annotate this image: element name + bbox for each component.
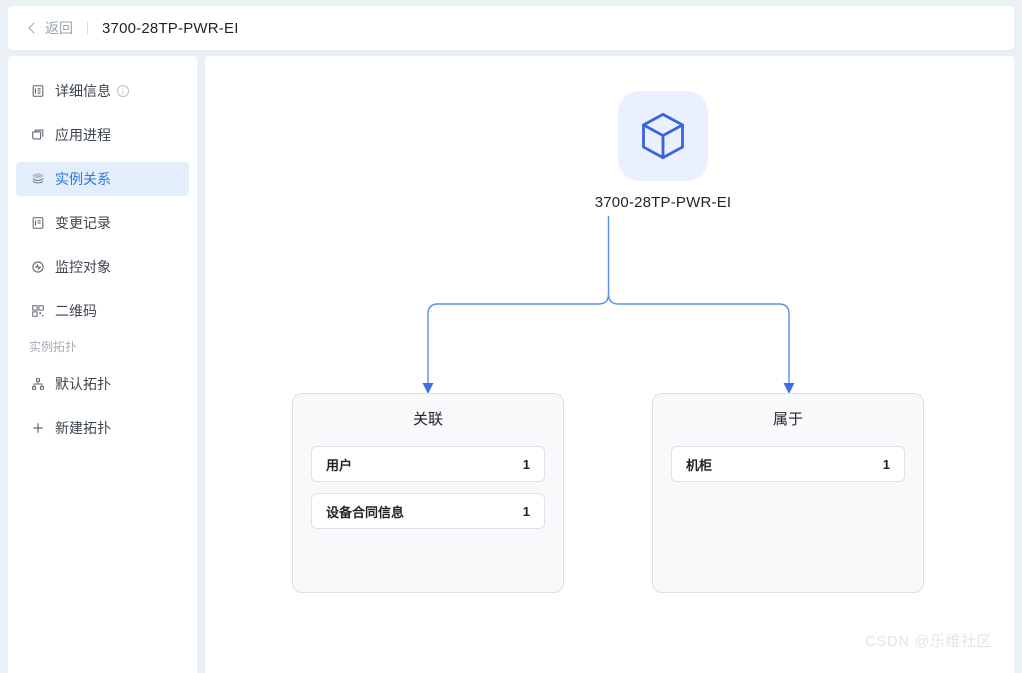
layers-icon bbox=[30, 171, 46, 187]
root-node-tile bbox=[618, 91, 708, 181]
record-document-icon bbox=[30, 215, 46, 231]
sidebar-item-label: 新建拓扑 bbox=[55, 420, 111, 436]
relation-count: 1 bbox=[522, 503, 530, 519]
back-button[interactable]: 返回 bbox=[28, 18, 73, 38]
relation-row[interactable]: 设备合同信息 1 bbox=[311, 493, 545, 529]
page-header: 返回 3700-28TP-PWR-EI bbox=[8, 6, 1014, 50]
relation-row[interactable]: 用户 1 bbox=[311, 446, 545, 482]
group-title: 关联 bbox=[412, 411, 443, 428]
relation-label: 用户 bbox=[326, 457, 353, 473]
relation-label: 机柜 bbox=[686, 457, 713, 473]
cube-icon bbox=[642, 112, 684, 160]
sidebar-item-change-record[interactable]: 变更记录 bbox=[16, 206, 189, 240]
sidebar-item-monitor-object[interactable]: 监控对象 bbox=[16, 250, 189, 284]
chevron-left-icon bbox=[28, 22, 40, 34]
sidebar-item-label: 应用进程 bbox=[55, 127, 111, 143]
info-circle-icon[interactable]: i bbox=[117, 85, 129, 97]
monitor-pulse-icon bbox=[30, 259, 46, 275]
relation-group-belongs-to: 属于 机柜 1 bbox=[652, 393, 924, 593]
sidebar-item-label: 二维码 bbox=[55, 303, 97, 319]
root-node-label: 3700-28TP-PWR-EI bbox=[594, 194, 732, 211]
sidebar-item-new-topology[interactable]: 新建拓扑 bbox=[16, 411, 189, 445]
relation-label: 设备合同信息 bbox=[326, 504, 405, 520]
sidebar-item-instance-relation[interactable]: 实例关系 bbox=[16, 162, 189, 196]
plus-icon bbox=[30, 420, 46, 436]
sidebar-item-default-topology[interactable]: 默认拓扑 bbox=[16, 367, 189, 401]
sidebar-item-label: 监控对象 bbox=[55, 259, 111, 275]
group-title: 属于 bbox=[772, 411, 803, 428]
qrcode-icon bbox=[30, 303, 46, 319]
page-body: 详细信息 i 应用进程 bbox=[0, 56, 1022, 673]
sidebar-item-app-process[interactable]: 应用进程 bbox=[16, 118, 189, 152]
relation-group-association: 关联 用户 1 设备合同信息 1 bbox=[292, 393, 564, 593]
sidebar-group-title: 实例拓扑 bbox=[29, 340, 78, 354]
sidebar-item-label: 实例关系 bbox=[55, 171, 111, 187]
sidebar-item-detail[interactable]: 详细信息 i bbox=[16, 74, 189, 108]
document-detail-icon bbox=[30, 83, 46, 99]
page-title: 3700-28TP-PWR-EI bbox=[102, 19, 239, 37]
sidebar-item-label: 变更记录 bbox=[55, 215, 111, 231]
header-divider bbox=[87, 21, 88, 35]
back-label: 返回 bbox=[45, 20, 73, 36]
sitemap-icon bbox=[30, 376, 46, 392]
app-window-icon bbox=[30, 127, 46, 143]
sidebar: 详细信息 i 应用进程 bbox=[8, 56, 197, 673]
topology-canvas[interactable]: 3700-28TP-PWR-EI 关联 用户 1 设备合同信息 1 bbox=[205, 56, 1014, 673]
sidebar-item-label: 默认拓扑 bbox=[55, 376, 111, 392]
relation-count: 1 bbox=[882, 456, 890, 472]
relation-count: 1 bbox=[522, 456, 530, 472]
sidebar-item-qrcode[interactable]: 二维码 bbox=[16, 294, 189, 328]
sidebar-item-label: 详细信息 bbox=[55, 83, 111, 99]
watermark: CSDN @乐维社区 bbox=[865, 633, 992, 650]
relation-row[interactable]: 机柜 1 bbox=[671, 446, 905, 482]
content-panel: 3700-28TP-PWR-EI 关联 用户 1 设备合同信息 1 bbox=[205, 56, 1014, 673]
topology-root-node[interactable]: 3700-28TP-PWR-EI bbox=[563, 91, 763, 211]
